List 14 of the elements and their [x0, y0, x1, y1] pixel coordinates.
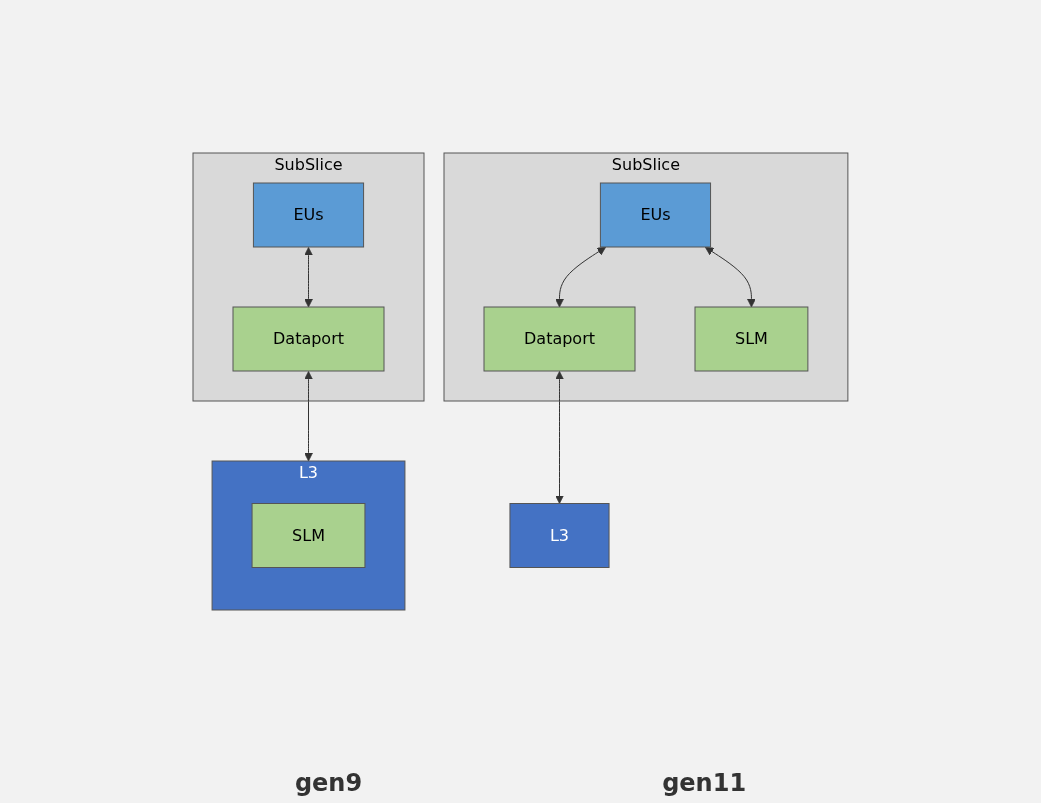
node-box: Dataport: [232, 306, 385, 372]
caption-label: gen9: [294, 769, 363, 797]
arrow: [304, 371, 313, 462]
node-box: L3: [509, 503, 610, 568]
arrow: [705, 246, 756, 308]
node-box: EUs: [599, 182, 712, 248]
node-box: SLM: [251, 503, 366, 568]
arrow: [555, 371, 564, 504]
arrow: [304, 247, 313, 308]
arrow: [555, 246, 607, 308]
node-box: EUs: [253, 182, 365, 248]
caption-label: gen11: [662, 769, 747, 797]
node-box: Dataport: [483, 306, 636, 372]
node-box: SLM: [694, 306, 809, 372]
